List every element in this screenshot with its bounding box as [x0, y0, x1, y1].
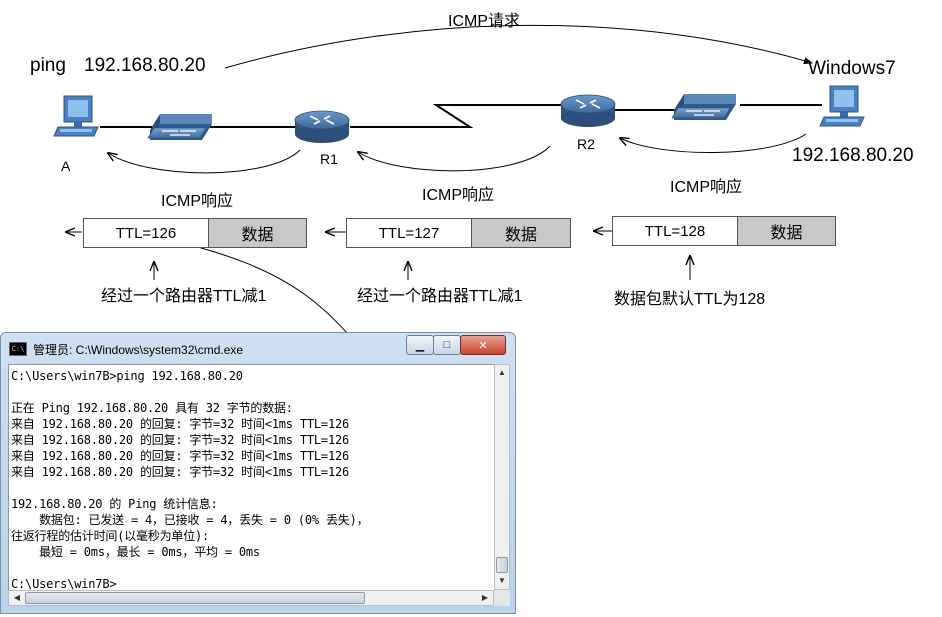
target-ip-label: 192.168.80.20 — [792, 145, 914, 166]
switch-1-icon — [147, 114, 212, 140]
router-r2-icon — [560, 94, 616, 127]
ping-ip-label: 192.168.80.20 — [84, 55, 206, 76]
reply-label-right: ICMP响应 — [670, 179, 743, 196]
reply-arc-win7-r2 — [620, 133, 807, 154]
reply-label-mid: ICMP响应 — [422, 187, 495, 204]
packet-ttl-field: TTL=126 — [84, 219, 209, 247]
cmd-window-icon: C:\ — [9, 342, 27, 356]
router-r1-label: R1 — [320, 151, 338, 167]
packet-note-1: 经过一个路由器TTL减1 — [101, 288, 267, 305]
target-name-label: Windows7 — [808, 58, 896, 79]
cmd-console-area[interactable]: C:\Users\win7B>ping 192.168.80.20 正在 Pin… — [8, 364, 496, 592]
horizontal-scroll-thumb[interactable] — [25, 592, 365, 604]
close-button[interactable]: ✕ — [460, 335, 506, 355]
icmp-request-arc — [224, 24, 813, 69]
scroll-down-icon[interactable]: ▼ — [498, 576, 506, 585]
packet-data-field: 数据 — [472, 219, 570, 247]
minimize-button[interactable]: ▁ — [406, 335, 434, 355]
cmd-title-bar[interactable]: C:\ 管理员: C:\Windows\system32\cmd.exe — [9, 337, 405, 361]
cmd-output: C:\Users\win7B>ping 192.168.80.20 正在 Pin… — [11, 369, 369, 591]
cmd-window: C:\ 管理员: C:\Windows\system32\cmd.exe ▁ □… — [0, 332, 516, 614]
packet-note-3: 数据包默认TTL为128 — [614, 291, 766, 308]
computer-a-icon — [53, 95, 99, 137]
packet-data-field: 数据 — [209, 219, 306, 247]
packet-ttl-field: TTL=128 — [613, 217, 738, 245]
maximize-button[interactable]: □ — [433, 335, 461, 355]
packet-ttl-field: TTL=127 — [347, 219, 472, 247]
packet-ttl-126: TTL=126 数据 — [83, 218, 307, 248]
reply-label-left: ICMP响应 — [161, 193, 234, 210]
router-r1-icon — [294, 110, 350, 143]
scroll-up-icon[interactable]: ▲ — [498, 368, 506, 377]
scroll-left-icon[interactable]: ◀ — [13, 593, 21, 602]
host-a-label: A — [61, 158, 71, 174]
switch-2-icon — [671, 94, 736, 120]
vertical-scrollbar[interactable]: ▲ ▼ — [494, 364, 510, 590]
reply-arc-r1-a — [108, 149, 301, 174]
cmd-title-text: 管理员: C:\Windows\system32\cmd.exe — [33, 342, 244, 357]
vertical-scroll-thumb[interactable] — [496, 557, 508, 573]
packet-data-field: 数据 — [738, 217, 835, 245]
scroll-right-icon[interactable]: ▶ — [481, 593, 489, 602]
reply-arc-r2-r1 — [358, 145, 551, 172]
computer-win7-icon — [819, 85, 865, 127]
router-r2-label: R2 — [577, 136, 595, 152]
icmp-request-label: ICMP请求 — [448, 13, 521, 30]
packet-ttl-128: TTL=128 数据 — [612, 216, 836, 246]
horizontal-scrollbar[interactable]: ◀ ▶ — [8, 590, 494, 606]
packet-ttl-127: TTL=127 数据 — [346, 218, 571, 248]
ping-command-label: ping — [30, 55, 66, 76]
link-r1-r2-serial — [350, 104, 562, 128]
resize-grip[interactable] — [494, 590, 510, 606]
packet-note-2: 经过一个路由器TTL减1 — [357, 288, 523, 305]
